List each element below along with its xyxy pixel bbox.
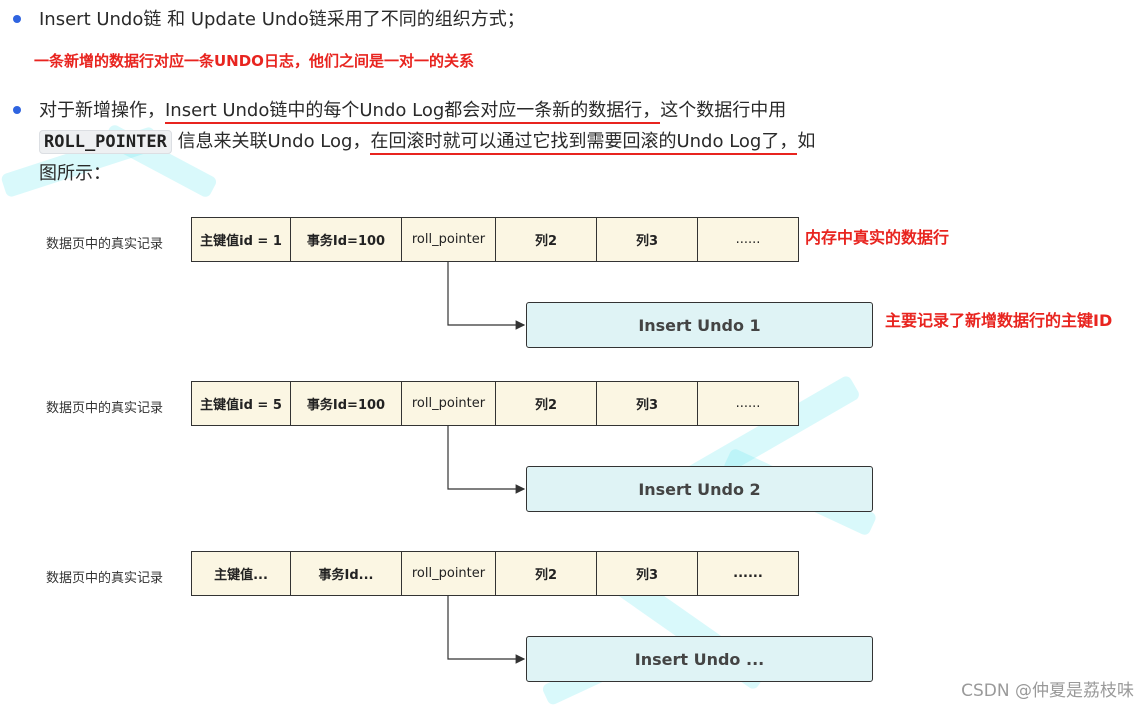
cell-col3: 列3: [597, 218, 698, 261]
row-label-3: 数据页中的真实记录: [46, 571, 164, 586]
roll-pointer-code: ROLL_POINTER: [39, 130, 172, 154]
cell-col2: 列2: [496, 552, 597, 595]
bullet-1: Insert Undo链 和 Update Undo链采用了不同的组织方式；: [13, 4, 525, 35]
footer-credit: CSDN @仲夏是荔枝味: [961, 681, 1134, 701]
bullet-2: 对于新增操作，Insert Undo链中的每个Undo Log都会对应一条新的数…: [13, 95, 879, 189]
cell-roll-pointer: roll_pointer: [402, 382, 496, 425]
cell-transaction-id: 事务Id...: [291, 552, 402, 595]
cell-col2: 列2: [496, 218, 597, 261]
record-row-3: 主键值... 事务Id... roll_pointer 列2 列3 ......: [191, 551, 799, 596]
cell-ellipsis: ......: [733, 566, 763, 581]
record-row-1: 主键值id = 1 事务Id=100 roll_pointer 列2 列3 ..…: [191, 217, 799, 262]
bullet-2-underline-2: 在回滚时就可以通过它找到需要回滚的Undo Log了，: [370, 131, 798, 155]
cell-col2: 列2: [496, 382, 597, 425]
red-note: 一条新增的数据行对应一条UNDO日志，他们之间是一对一的关系: [34, 52, 474, 70]
annotation-undo: 主要记录了新增数据行的主键ID: [885, 311, 1113, 330]
cell-primary-key: 主键值id = 5: [192, 382, 291, 425]
bullet-2-underline-1: Insert Undo链中的每个Undo Log都会对应一条新的数据行，: [165, 100, 661, 124]
undo-box-3: Insert Undo ...: [526, 636, 873, 682]
cell-primary-key: 主键值...: [192, 552, 291, 595]
cell-primary-key: 主键值id = 1: [192, 218, 291, 261]
annotation-row: 内存中真实的数据行: [805, 228, 950, 247]
connector-3: [447, 596, 526, 664]
bullet-dot-icon: [13, 106, 21, 114]
cell-transaction-id: 事务Id=100: [291, 218, 402, 261]
cell-col3: 列3: [597, 382, 698, 425]
cell-ellipsis: ......: [735, 232, 761, 247]
record-row-2: 主键值id = 5 事务Id=100 roll_pointer 列2 列3 ..…: [191, 381, 799, 426]
bullet-2-part3: 信息来关联Undo Log，: [177, 131, 371, 152]
cell-col3: 列3: [597, 552, 698, 595]
cell-roll-pointer: roll_pointer: [402, 552, 496, 595]
connector-2: [447, 426, 526, 494]
row-label-2: 数据页中的真实记录: [46, 401, 164, 416]
bullet-2-part4: 如: [797, 131, 816, 152]
bullet-2-part1: 对于新增操作，: [39, 100, 165, 121]
bullet-2-part2: 这个数据行中用: [660, 100, 787, 121]
bullet-1-text: Insert Undo链 和 Update Undo链采用了不同的组织方式；: [39, 9, 525, 30]
row-label-1: 数据页中的真实记录: [46, 237, 164, 252]
undo-box-2: Insert Undo 2: [526, 466, 873, 512]
cell-transaction-id: 事务Id=100: [291, 382, 402, 425]
cell-roll-pointer: roll_pointer: [402, 218, 496, 261]
undo-box-1: Insert Undo 1: [526, 302, 873, 348]
connector-1: [447, 262, 526, 330]
cell-ellipsis: ......: [735, 396, 761, 411]
bullet-2-part5: 图所示：: [39, 163, 111, 184]
bullet-dot-icon: [13, 15, 21, 23]
